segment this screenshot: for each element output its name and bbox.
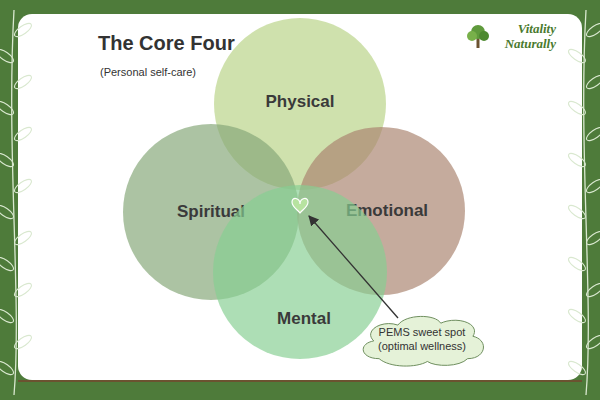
vine-leaf <box>567 307 588 325</box>
vine-leaf <box>0 359 15 377</box>
mental-circle: Mental <box>213 185 387 359</box>
text-holder: Mental <box>277 309 331 329</box>
logo-text: Vitality Naturally <box>490 22 556 52</box>
vine-leaf <box>13 281 34 299</box>
vine-leaf <box>567 255 588 273</box>
callout-cloud: PEMS sweet spot (optimal wellness) <box>355 312 489 368</box>
vine-leaf <box>13 21 34 39</box>
vine-leaf <box>13 177 34 195</box>
vine-leaf <box>585 21 600 39</box>
text-holder: Physical <box>266 92 335 112</box>
vine-leaf <box>13 229 34 247</box>
vine-leaf <box>585 281 600 299</box>
vine-leaf <box>0 203 15 221</box>
vine-leaf <box>567 359 588 377</box>
vine-leaf <box>13 125 34 143</box>
vine-leaf <box>0 47 15 65</box>
circle-label: Mental <box>277 309 331 328</box>
vine-leaf <box>13 73 34 91</box>
vine-leaf <box>0 99 15 117</box>
circle-fill <box>213 185 387 359</box>
vine-leaf <box>13 333 34 351</box>
vine-leaf <box>567 151 588 169</box>
vine-leaf <box>0 255 15 273</box>
vine-leaf <box>0 307 15 325</box>
vine-leaf <box>585 73 600 91</box>
vine-leaf <box>585 333 600 351</box>
white-panel <box>18 14 582 380</box>
vine-leaf <box>567 47 588 65</box>
bottom-stripe <box>18 380 582 382</box>
callout-text: PEMS sweet spot (optimal wellness) <box>372 326 472 354</box>
vine-leaf <box>567 99 588 117</box>
vine-leaf <box>0 151 15 169</box>
vine-stem <box>584 10 589 395</box>
vine-leaf <box>567 203 588 221</box>
circle-outline <box>213 185 387 359</box>
subtitle-note: (Personal self-care) <box>100 66 196 79</box>
circle-label: Physical <box>266 92 335 111</box>
vine-leaf <box>585 177 600 195</box>
vine-stem <box>12 10 17 395</box>
vine-leaf <box>585 125 600 143</box>
diagram-title: The Core Four <box>98 32 235 55</box>
leaf-vines <box>0 10 600 395</box>
cloud-shape <box>363 316 483 366</box>
logo-tree <box>467 25 489 48</box>
vine-leaf <box>585 229 600 247</box>
